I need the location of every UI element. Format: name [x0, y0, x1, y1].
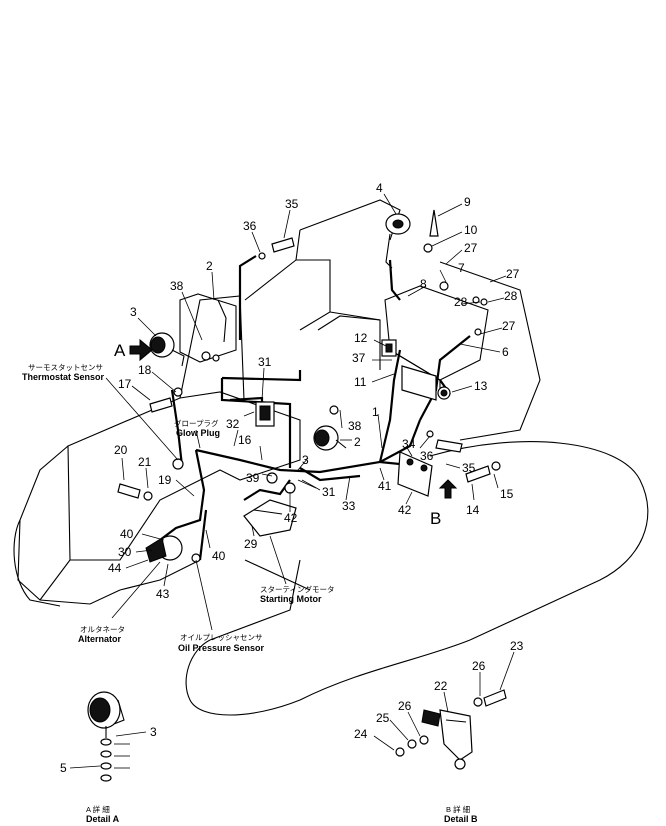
caption-thermostat-en: Thermostat Sensor	[22, 372, 105, 382]
callout-27-b: 27	[506, 267, 520, 281]
callout-25: 25	[376, 711, 390, 725]
caption-glow-jp: グロープラグ	[174, 418, 219, 428]
callout-22: 22	[434, 679, 448, 693]
callout-18: 18	[138, 363, 152, 377]
callout-35-right: 35	[462, 461, 476, 475]
callout-36-right: 36	[420, 449, 434, 463]
caption-oil-en: Oil Pressure Sensor	[178, 643, 265, 653]
callout-16: 16	[238, 433, 252, 447]
callout-40-right: 40	[212, 549, 226, 563]
arrow-b-icon	[438, 479, 458, 499]
component-starting-motor	[243, 499, 297, 537]
callout-19: 19	[158, 473, 172, 487]
callout-21: 21	[138, 455, 152, 469]
callout-2-right: 2	[354, 435, 361, 449]
caption-glow-en: Glow Plug	[176, 428, 220, 438]
machine-outline	[13, 199, 649, 716]
component-lamp-2	[313, 425, 347, 451]
callout-3-left: 3	[130, 305, 137, 319]
callout-38-right: 38	[348, 419, 362, 433]
detail-a: 3 5 A 詳 細 Detail A	[60, 691, 157, 824]
caption-starting-en: Starting Motor	[260, 594, 322, 604]
captions: サーモスタットセンサ Thermostat Sensor グロープラグ Glow…	[22, 363, 335, 653]
callout-43: 43	[156, 587, 170, 601]
component-relay-16	[255, 401, 275, 427]
component-connector-12	[381, 339, 397, 357]
callout-10: 10	[464, 223, 478, 237]
callout-28-a: 28	[454, 295, 468, 309]
callout-40-left: 40	[120, 527, 134, 541]
callout-numbers: 35 36 2 38 3 4 9 10 27 7 27 8 28 28 27 6…	[108, 181, 520, 601]
callout-31-left: 31	[258, 355, 272, 369]
component-lamp-3	[149, 332, 185, 367]
callout-27-c: 27	[502, 319, 516, 333]
detail-b: 23 26 22 26 25 24 B 詳 細 Detail B	[354, 639, 524, 824]
callout-8: 8	[420, 277, 427, 291]
callout-13: 13	[474, 379, 488, 393]
arrow-label-b: B	[430, 509, 441, 528]
component-battery-box	[397, 365, 437, 497]
callout-42-left: 42	[284, 511, 298, 525]
callout-28-b: 28	[504, 289, 518, 303]
callout-33: 33	[342, 499, 356, 513]
callout-20: 20	[114, 443, 128, 457]
detail-b-jp: B 詳 細	[446, 804, 470, 814]
callout-1: 1	[372, 405, 379, 419]
callout-30: 30	[118, 545, 132, 559]
caption-alternator-en: Alternator	[78, 634, 122, 644]
callout-14: 14	[466, 503, 480, 517]
callout-9: 9	[464, 195, 471, 209]
callout-3-right: 3	[302, 453, 309, 467]
component-diode-13	[437, 386, 451, 400]
callout-29: 29	[244, 537, 258, 551]
callout-2-left: 2	[206, 259, 213, 273]
callout-37: 37	[352, 351, 366, 365]
component-horn-4	[385, 213, 411, 269]
callout-26-upper: 26	[472, 659, 486, 673]
callout-35-top: 35	[285, 197, 299, 211]
callout-3-detail-a: 3	[150, 725, 157, 739]
caption-alternator-jp: オルタネータ	[80, 625, 125, 634]
callout-38-left: 38	[170, 279, 184, 293]
wiring-harness	[159, 255, 471, 561]
callout-27-a: 27	[464, 241, 478, 255]
arrow-label-a: A	[114, 341, 126, 360]
callout-39: 39	[246, 471, 260, 485]
caption-starting-jp: スターティングモータ	[260, 584, 335, 594]
callout-23: 23	[510, 639, 524, 653]
callout-32: 32	[226, 417, 240, 431]
callout-4: 4	[376, 181, 383, 195]
callout-5: 5	[60, 761, 67, 775]
caption-oil-jp: オイルプレッシャセンサ	[180, 633, 263, 642]
leader-lines	[105, 193, 507, 631]
callout-34: 34	[402, 437, 416, 451]
fasteners	[117, 209, 501, 563]
callout-36-left: 36	[243, 219, 257, 233]
callout-24: 24	[354, 727, 368, 741]
detail-a-en: Detail A	[86, 814, 120, 824]
component-alternator	[145, 535, 183, 563]
callout-15: 15	[500, 487, 514, 501]
arrow-a-icon	[129, 338, 153, 362]
callout-42-right: 42	[398, 503, 412, 517]
detail-a-jp: A 詳 細	[86, 804, 110, 814]
callout-26-lower: 26	[398, 699, 412, 713]
caption-thermostat-jp: サーモスタットセンサ	[28, 363, 103, 372]
callout-41: 41	[378, 479, 392, 493]
callout-6: 6	[502, 345, 509, 359]
callout-31-right: 31	[322, 485, 336, 499]
callout-44: 44	[108, 561, 122, 575]
callout-11: 11	[354, 375, 367, 389]
callout-12: 12	[354, 331, 368, 345]
detail-b-en: Detail B	[444, 814, 478, 824]
callout-17: 17	[118, 377, 132, 391]
callout-7: 7	[458, 261, 465, 275]
